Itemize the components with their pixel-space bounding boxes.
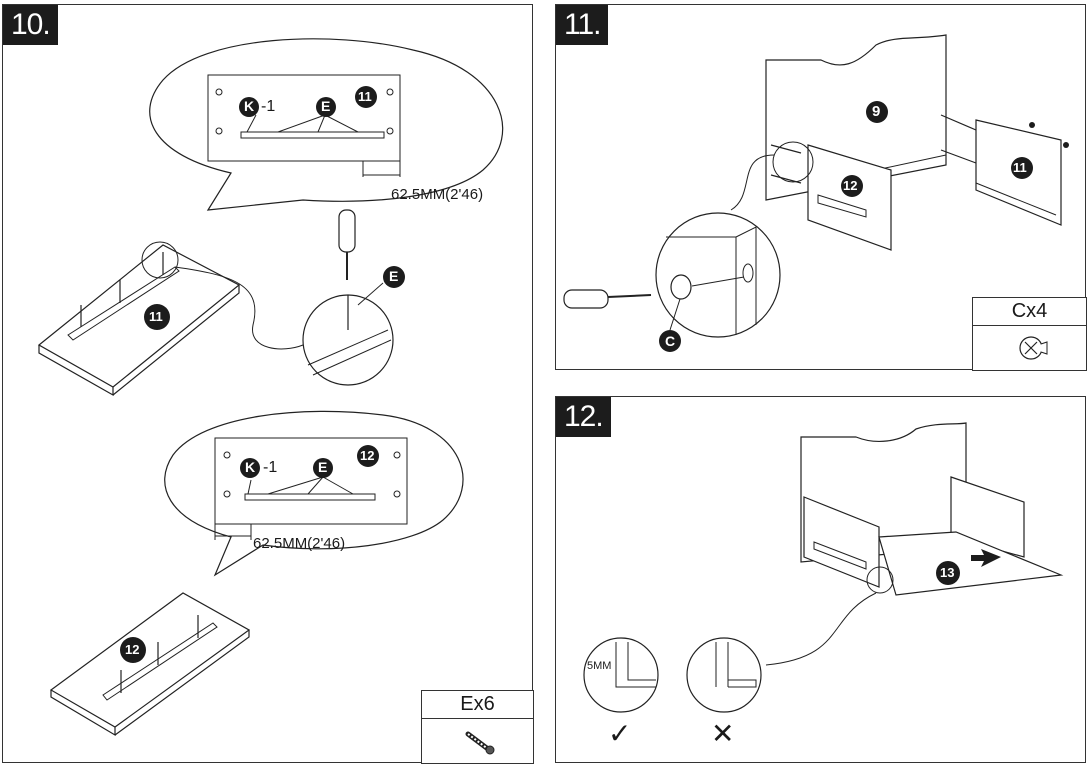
drawer-side-board-11	[37, 244, 241, 388]
label-e-zoom: E	[389, 268, 399, 284]
step-11-illustration	[563, 34, 1069, 352]
step-11-number: 11.	[556, 5, 609, 45]
drawer-rail-11	[67, 266, 180, 341]
label-part-12-board: 12	[125, 642, 140, 657]
label-part-12-upper: 12	[360, 448, 375, 463]
drawer-side-panel-12	[807, 144, 892, 251]
cam-lock-icon	[1019, 336, 1048, 360]
step-10-panel: 10.	[2, 4, 534, 764]
label-k-suffix-upper: -1	[261, 98, 276, 115]
screwdriver-icon	[338, 209, 356, 280]
label-part-12: 12	[843, 178, 858, 193]
screwdriver-icon	[563, 289, 652, 309]
label-part-13: 13	[940, 565, 955, 580]
step-11-panel: 11.	[555, 4, 1087, 371]
label-part-11: 11	[1013, 160, 1027, 175]
insert-direction-arrow-icon	[971, 549, 1001, 567]
step-10-illustration	[37, 38, 504, 737]
drawer-bottom-panel-13	[878, 531, 1064, 596]
label-c: C	[665, 333, 676, 349]
label-k-lower: K	[245, 459, 256, 475]
step-12-illustration	[583, 422, 1064, 713]
step-12-number: 12.	[556, 397, 611, 437]
screw-icon	[465, 731, 495, 755]
label-k-suffix-lower: -1	[263, 459, 278, 476]
dimension-label-upper: 62.5MM(2'46)	[391, 186, 484, 203]
label-part-11-board: 11	[149, 309, 163, 324]
dimension-label-lower: 62.5MM(2'46)	[253, 535, 346, 552]
hardware-box-screws: Ex6	[421, 690, 534, 764]
step-12-panel: 12. 13 5MM ✓ ✕	[555, 396, 1086, 763]
label-part-11-upper: 11	[358, 89, 372, 104]
gap-label-5mm: 5MM	[587, 660, 612, 672]
wrong-cross-icon: ✕	[711, 718, 735, 749]
wrong-gap-detail	[686, 637, 762, 713]
label-part-9: 9	[872, 103, 881, 120]
hardware-count-cams: Cx4	[973, 298, 1086, 326]
step-10-number: 10.	[3, 5, 58, 45]
drawer-rail-12	[102, 622, 218, 701]
zoom-detail-cam	[655, 212, 781, 338]
label-e-lower: E	[318, 459, 328, 475]
drawer-side-board-12	[49, 592, 251, 728]
label-e-upper: E	[321, 98, 331, 114]
hardware-box-cams: Cx4	[972, 297, 1087, 371]
correct-check-icon: ✓	[608, 718, 632, 749]
hardware-count-screws: Ex6	[422, 691, 533, 719]
correct-gap-detail	[583, 637, 659, 713]
label-k-upper: K	[244, 98, 255, 114]
